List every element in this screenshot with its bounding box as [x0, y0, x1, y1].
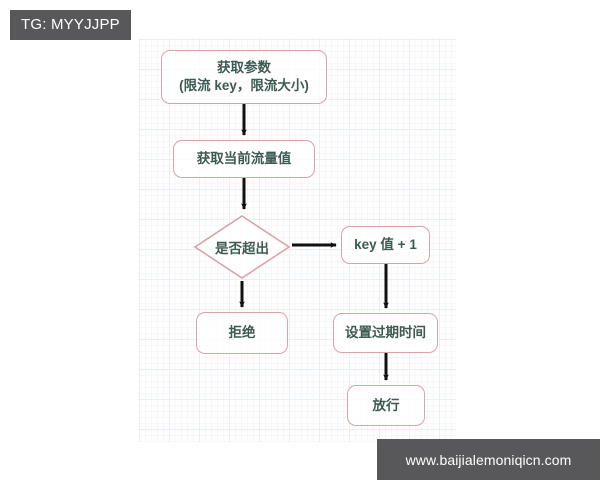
node-key-increment[interactable]: key 值 + 1: [341, 226, 430, 264]
node-start[interactable]: 获取参数 (限流 key，限流大小): [161, 50, 327, 104]
node-reject-label: 拒绝: [228, 325, 256, 341]
node-decision-exceeded[interactable]: 是否超出: [193, 214, 291, 280]
node-get-current-traffic[interactable]: 获取当前流量值: [173, 140, 315, 178]
node-get-current-traffic-label: 获取当前流量值: [196, 151, 292, 167]
node-set-expiration[interactable]: 设置过期时间: [333, 313, 438, 353]
node-set-expiration-label: 设置过期时间: [345, 325, 426, 341]
node-pass[interactable]: 放行: [347, 385, 425, 426]
node-start-line-2: (限流 key，限流大小): [179, 78, 309, 93]
tg-badge-label: TG: MYYJJPP: [21, 16, 120, 33]
node-reject[interactable]: 拒绝: [196, 312, 288, 354]
node-start-line-1: 获取参数: [217, 60, 271, 76]
watermark-bar: www.baijialemoniqicn.com: [377, 439, 600, 480]
node-key-increment-label: key 值 + 1: [354, 237, 417, 253]
diamond-shape: [193, 215, 291, 279]
node-decision-exceeded-label: 是否超出: [215, 241, 269, 256]
tg-badge: TG: MYYJJPP: [10, 10, 131, 40]
watermark-text: www.baijialemoniqicn.com: [405, 451, 572, 468]
node-pass-label: 放行: [372, 397, 400, 413]
